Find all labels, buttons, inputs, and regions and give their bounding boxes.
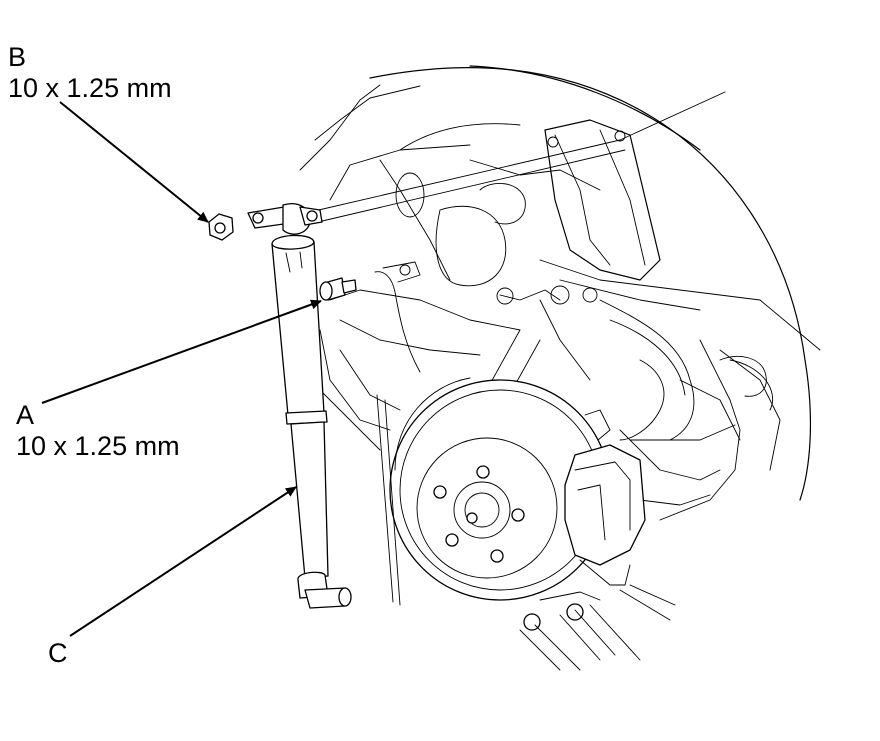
callout-b: B 10 x 1.25 mm (8, 42, 172, 104)
alignment-lines (309, 91, 726, 223)
brake-caliper (523, 409, 646, 631)
callout-a-size: 10 x 1.25 mm (16, 431, 180, 461)
callout-a: A 10 x 1.25 mm (16, 400, 180, 462)
leader-line-b (59, 101, 209, 223)
shock-absorber (271, 234, 352, 609)
callout-a-letter: A (16, 400, 35, 430)
brake-rotor (376, 377, 611, 606)
leader-line-a (41, 299, 322, 404)
callout-c-letter: C (48, 638, 68, 668)
upper-mount (208, 203, 323, 241)
subframe-structure (319, 159, 821, 521)
lower-arm (519, 424, 736, 671)
brake-hose (374, 271, 421, 373)
nut-b (208, 213, 234, 241)
leader-line-c (69, 486, 297, 637)
bolt-a (319, 277, 357, 301)
wheel-well-outline (299, 65, 812, 501)
upper-bracket (544, 119, 661, 281)
callout-b-letter: B (8, 42, 27, 72)
callout-b-size: 10 x 1.25 mm (8, 73, 172, 103)
callout-c: C (48, 638, 68, 669)
